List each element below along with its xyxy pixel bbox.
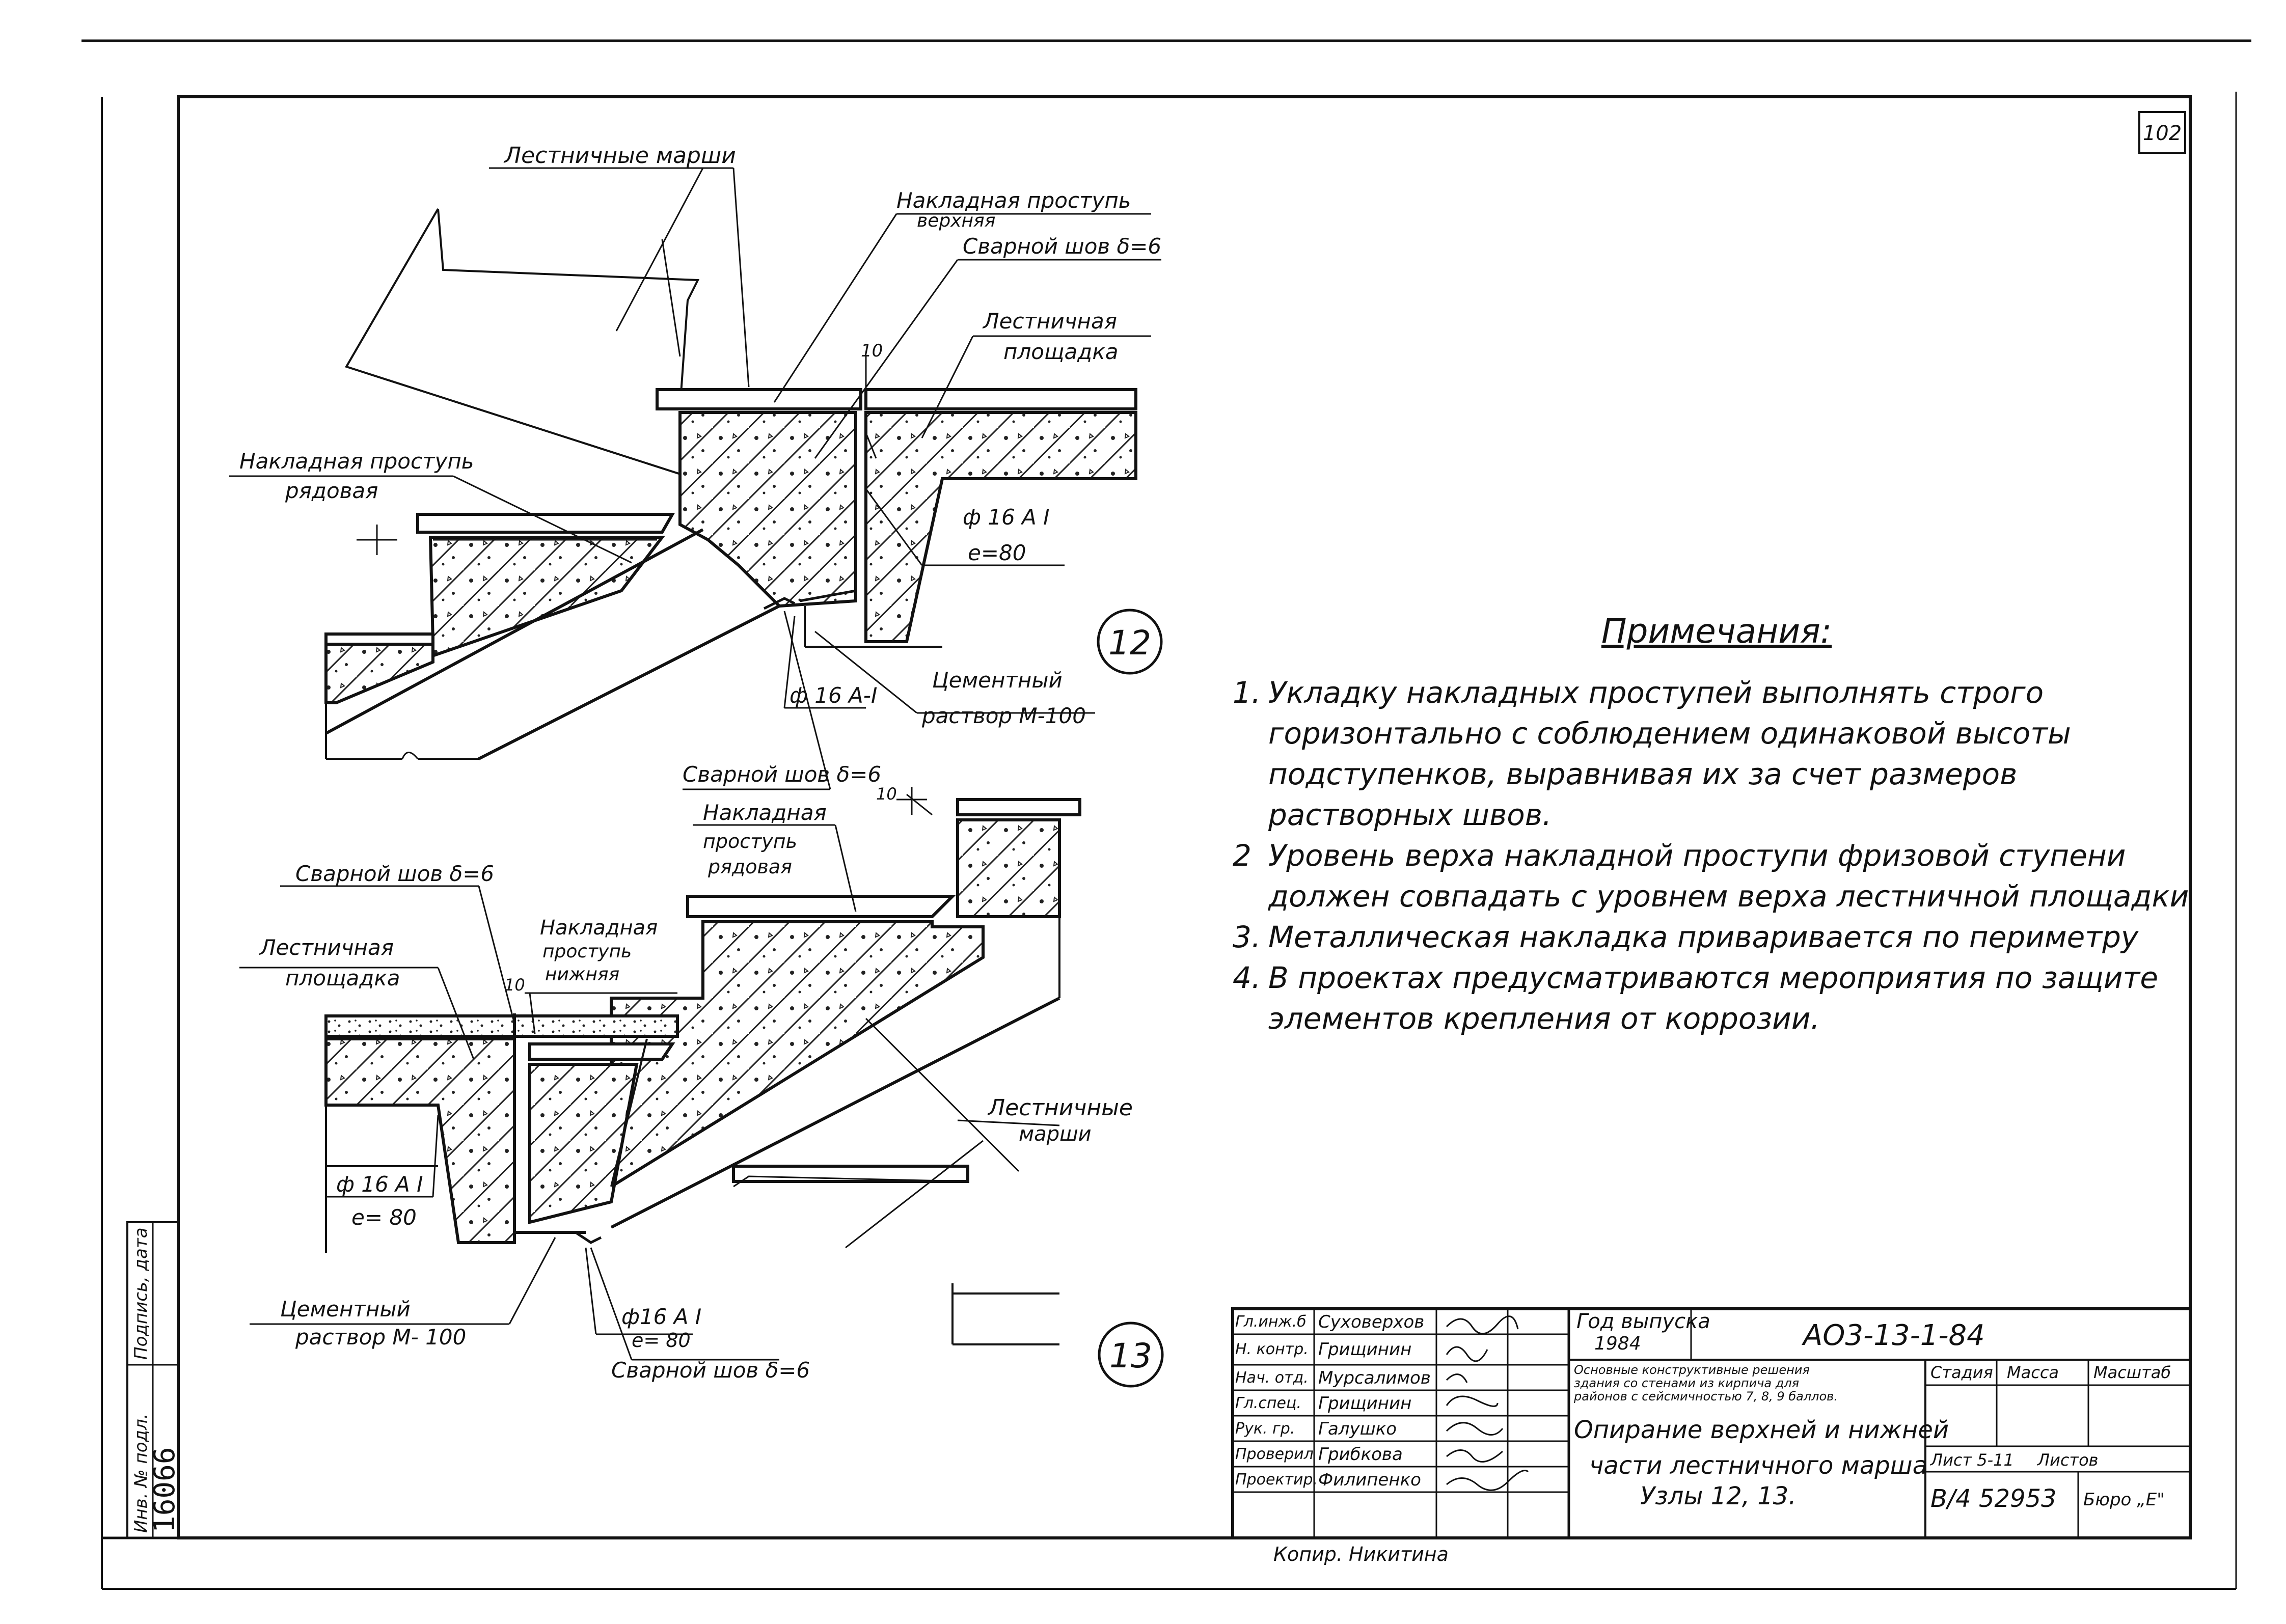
note-item: 3. Металлическая накладка приваривается … — [1233, 917, 2200, 957]
role-group-head: Рук. гр. — [1235, 1420, 1295, 1438]
label-weld-bottom: Сварной шов δ=6 — [683, 762, 881, 787]
side-stamp-inv-number: 16066 — [148, 1447, 181, 1533]
role-norm-control: Н. контр. — [1235, 1340, 1309, 1358]
label-weld-top: Сварной шов δ=6 — [295, 861, 494, 886]
label-stair-flights: Лестничные марши — [503, 143, 736, 169]
label-landing: Лестничная — [982, 309, 1117, 334]
detail-13-number: 13 — [1109, 1336, 1152, 1375]
label-overlay-tread-lower-2: проступь — [542, 941, 632, 962]
label-rebar-lower-2: е= 80 — [632, 1329, 691, 1352]
label-dim-10-top: 10 — [876, 784, 897, 804]
label-rebar-bottom: ф 16 А-I — [790, 683, 877, 708]
note-text: В проектах предусматриваются мероприятия… — [1268, 960, 2159, 1036]
label-landing-2: площадка — [285, 966, 400, 990]
sheets-label: Листов — [2037, 1450, 2099, 1470]
note-number: 4. — [1233, 960, 1261, 995]
label-weld-top: Сварной шов δ=6 — [963, 234, 1161, 259]
label-overlay-tread-ordinary: Накладная проступь — [239, 449, 474, 474]
sheet-corner-number: 102 — [2143, 122, 2182, 145]
note-text: Уровень верха накладной проступи фризово… — [1268, 838, 2189, 914]
label-landing-2: площадка — [1003, 339, 1118, 364]
name-row-1: Суховерхов — [1318, 1312, 1425, 1332]
archive-number: В/4 52953 — [1930, 1484, 2057, 1513]
label-stair-flights-2: марши — [1019, 1122, 1092, 1146]
label-overlay-tread-2: проступь — [703, 830, 797, 852]
label-dim-10: 10 — [861, 341, 883, 361]
role-checked: Проверил — [1235, 1445, 1314, 1463]
detail-12-number: 12 — [1108, 623, 1151, 663]
signatures — [1446, 1315, 1529, 1491]
label-overlay-tread-ordinary-2: рядовая — [285, 478, 378, 503]
label-mortar: Цементный — [280, 1297, 411, 1322]
label-rebar-2: е=80 — [968, 540, 1026, 565]
copied-by: Копир. Никитина — [1273, 1543, 1449, 1565]
detail-13-drawing — [239, 787, 1164, 1388]
note-number: 2 — [1233, 838, 1251, 873]
label-overlay-tread-lower-3: нижняя — [545, 964, 619, 985]
note-item: 4. В проектах предусматриваются мероприя… — [1233, 957, 2200, 1039]
sheet-label: Лист 5-11 — [1930, 1450, 2014, 1470]
detail-12-drawing — [229, 167, 1163, 790]
stage-label: Стадия — [1930, 1363, 1993, 1382]
side-stamp-sign-label: Подпись, дата — [131, 1227, 151, 1360]
role-dept-head: Нач. отд. — [1235, 1369, 1309, 1387]
document-code: АО3-13-1-84 — [1803, 1319, 1985, 1352]
side-stamp — [126, 1221, 179, 1539]
note-item: 1. Укладку накладных проступей выполнять… — [1233, 672, 2200, 835]
year-label: Год выпуска — [1576, 1310, 1710, 1333]
label-rebar: ф 16 А I — [963, 505, 1050, 530]
name-row-3: Мурсалимов — [1318, 1368, 1431, 1388]
name-row-5: Галушко — [1318, 1419, 1397, 1439]
drawing-title-2: части лестничного марша — [1589, 1451, 1928, 1480]
note-number: 1. — [1233, 675, 1261, 710]
scale-label: Масштаб — [2093, 1363, 2171, 1382]
label-rebar: ф 16 А I — [336, 1172, 423, 1197]
label-mortar: Цементный — [932, 668, 1063, 693]
label-landing: Лестничная — [259, 935, 394, 960]
note-text: Укладку накладных проступей выполнять ст… — [1268, 675, 2071, 832]
name-row-7: Филипенко — [1318, 1470, 1421, 1490]
note-item: 2 Уровень верха накладной проступи фризо… — [1233, 835, 2200, 917]
side-stamp-inv-label: Инв. № подл. — [131, 1413, 151, 1533]
role-designer: Проектир. — [1235, 1471, 1318, 1489]
note-text: Металлическая накладка приваривается по … — [1268, 920, 2139, 954]
bureau-label: Бюро „Е" — [2083, 1490, 2165, 1510]
year-value: 1984 — [1594, 1333, 1641, 1354]
label-overlay-tread-top-2: верхняя — [917, 210, 995, 231]
label-rebar-lower: ф16 А I — [621, 1304, 701, 1329]
label-overlay-tread-top: Накладная проступь — [896, 188, 1131, 213]
detail-13-labels: 10 Накладная проступь рядовая Сварной шо… — [259, 784, 1152, 1383]
role-chief-engineer: Гл.инж.б — [1235, 1313, 1307, 1331]
series-desc-1: Основные конструктивные решения — [1574, 1363, 1810, 1377]
notes-title: Примечания: — [1601, 612, 1832, 651]
series-desc-3: районов с сейсмичностью 7, 8, 9 баллов. — [1574, 1389, 1838, 1403]
label-stair-flights: Лестничные — [987, 1095, 1133, 1121]
label-mortar-2: раствор М-100 — [921, 703, 1086, 728]
mass-label: Масса — [2007, 1363, 2059, 1382]
note-number: 3. — [1233, 920, 1261, 954]
role-chief-specialist: Гл.спец. — [1235, 1394, 1301, 1412]
name-row-2: Грищинин — [1318, 1339, 1412, 1360]
title-block-grid — [1231, 1307, 2192, 1539]
series-desc-2: здания со стенами из кирпича для — [1574, 1376, 1800, 1390]
name-row-6: Грибкова — [1318, 1444, 1403, 1465]
label-overlay-tread-lower: Накладная — [540, 916, 658, 940]
label-mortar-2: раствор М- 100 — [295, 1325, 466, 1350]
notes-block: Примечания: 1. Укладку накладных проступ… — [1233, 611, 2200, 1039]
label-rebar-2: е= 80 — [351, 1205, 417, 1230]
drawing-title-1: Опирание верхней и нижней — [1574, 1416, 1949, 1444]
sheet-corner-box: 102 — [2138, 111, 2186, 154]
drawing-title-3: Узлы 12, 13. — [1640, 1482, 1797, 1510]
label-overlay-tread: Накладная — [703, 800, 827, 825]
label-dim-10: 10 — [504, 975, 525, 995]
name-row-4: Грищинин — [1318, 1393, 1412, 1414]
detail-12-labels: Лестничные марши Накладная проступь верх… — [239, 143, 1161, 787]
label-overlay-tread-3: рядовая — [707, 856, 792, 878]
label-weld-bottom: Сварной шов δ=6 — [611, 1358, 810, 1383]
